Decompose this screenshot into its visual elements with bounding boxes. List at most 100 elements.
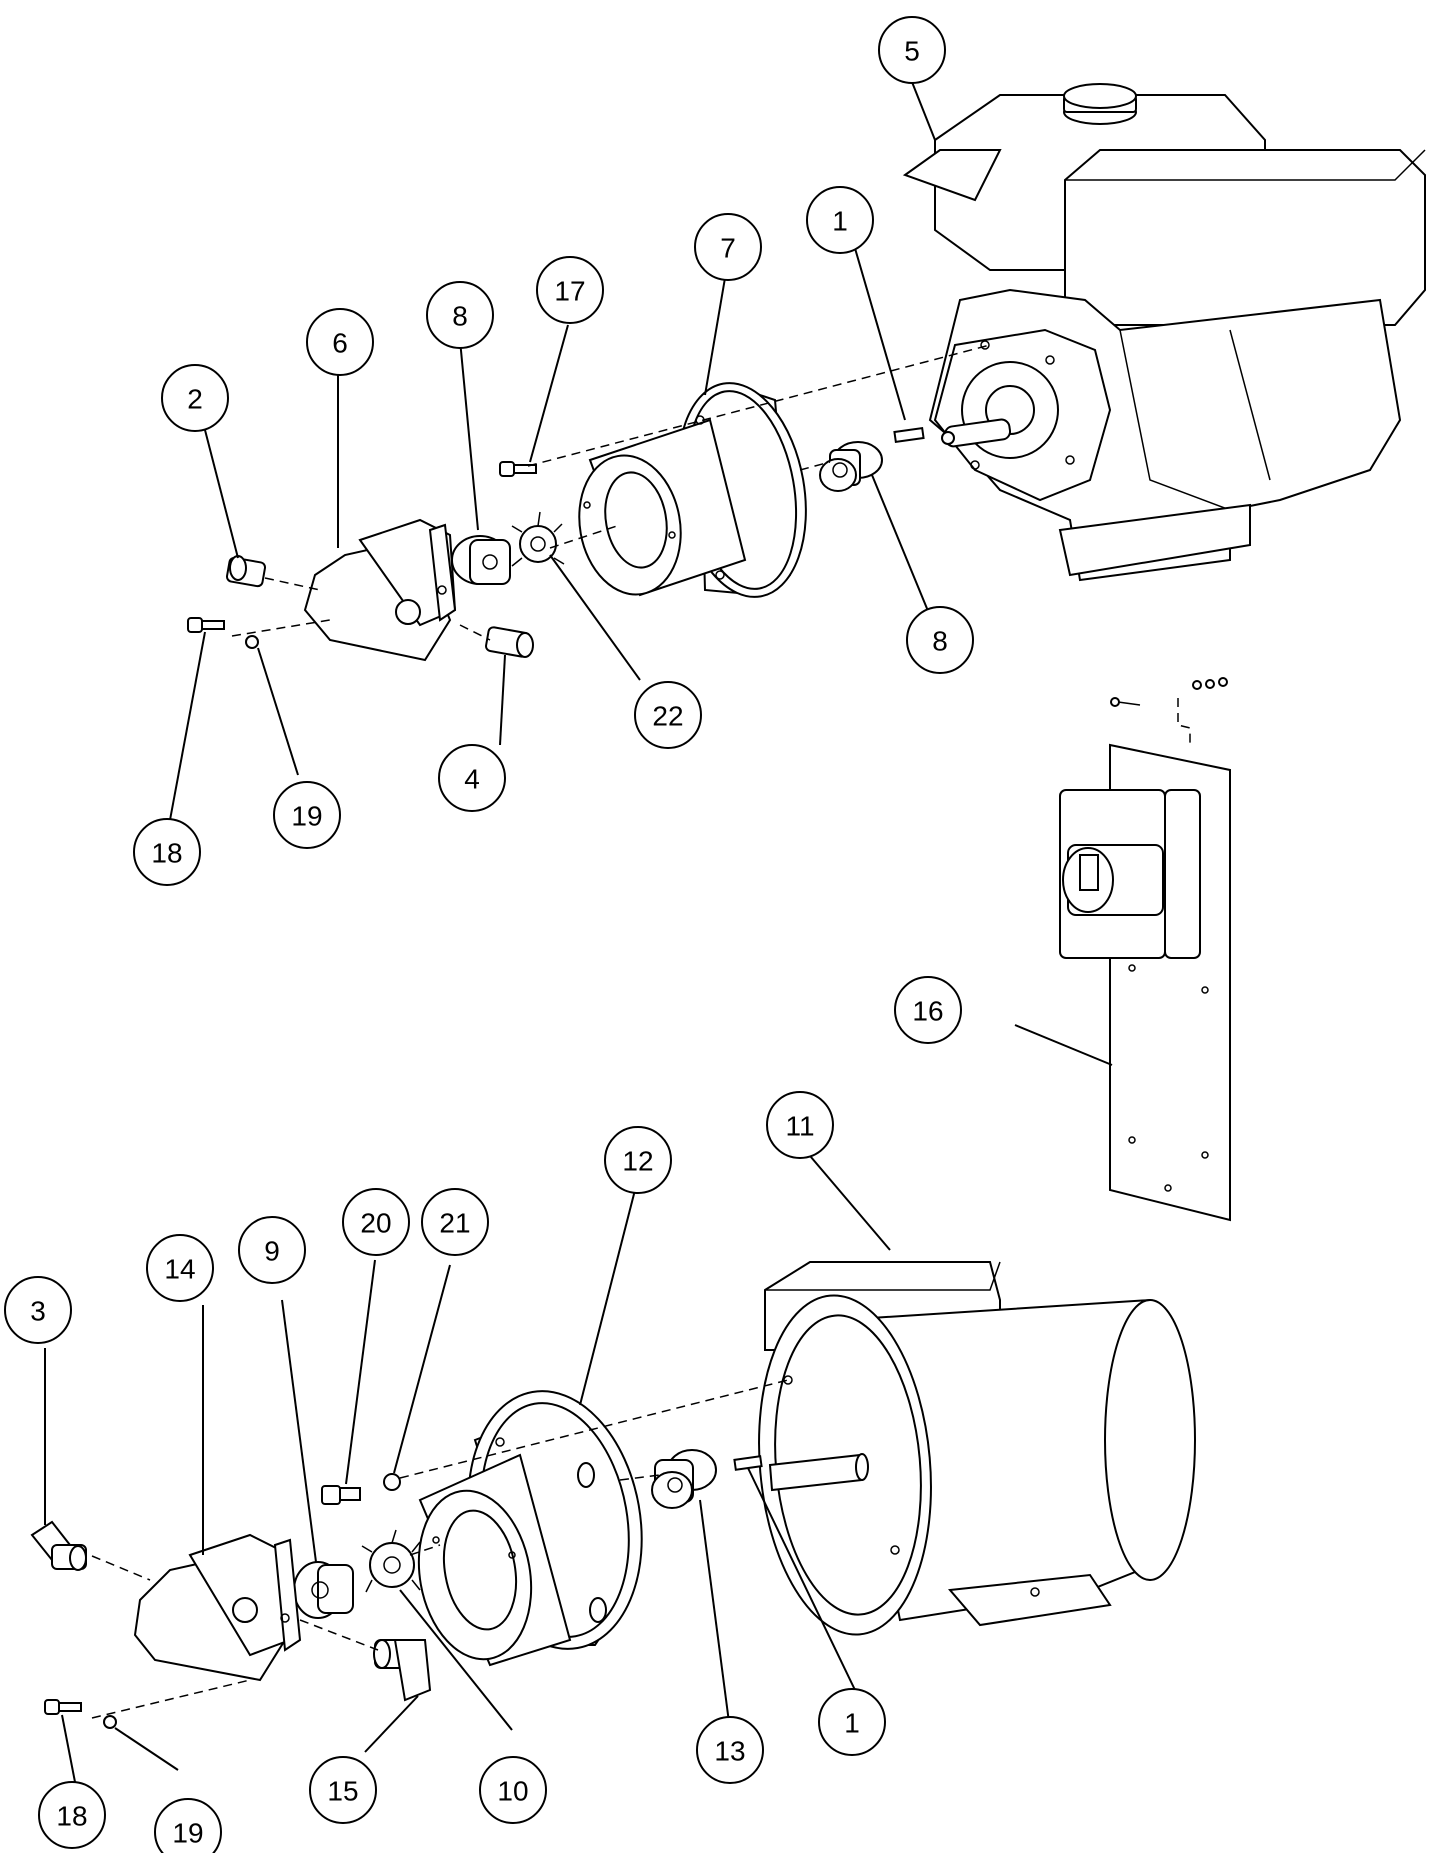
callout-circle [133, 818, 201, 886]
callout-c6: 6 [306, 308, 374, 376]
callout-circle [273, 781, 341, 849]
callout-label: 1 [832, 206, 848, 237]
callout-label: 18 [151, 838, 182, 869]
callout-label: 15 [327, 1776, 358, 1807]
callout-label: 1 [844, 1708, 860, 1739]
bell-housing-12 [417, 1390, 643, 1667]
spider-10 [361, 1529, 421, 1593]
callout-label: 14 [164, 1254, 195, 1285]
callout-circle [479, 1756, 547, 1824]
callout-c4: 4 [438, 744, 506, 812]
key-1-bottom [733, 1455, 763, 1471]
callout-c21: 21 [421, 1188, 489, 1256]
elbow-fitting-3 [30, 1520, 87, 1571]
engine-5 [902, 83, 1426, 582]
callout-label: 7 [720, 233, 736, 264]
coupling-9 [293, 1561, 354, 1619]
callout-circle [694, 213, 762, 281]
callout-label: 12 [622, 1146, 653, 1177]
callout-c9: 9 [238, 1216, 306, 1284]
callout-circle [438, 744, 506, 812]
callout-label: 18 [56, 1801, 87, 1832]
callout-c8a: 8 [426, 281, 494, 349]
callout-circle [421, 1188, 489, 1256]
callout-c14: 14 [146, 1234, 214, 1302]
callout-circle [4, 1276, 72, 1344]
callout-circle [154, 1798, 222, 1853]
callout-label: 8 [932, 626, 948, 657]
washer-19-bottom [103, 1715, 117, 1729]
callout-label: 16 [912, 996, 943, 1027]
callout-c19a: 19 [273, 781, 341, 849]
callout-circle [238, 1216, 306, 1284]
callout-circle [342, 1188, 410, 1256]
callout-c16: 16 [894, 976, 962, 1044]
pump-6 [303, 518, 457, 662]
callout-c8b: 8 [906, 606, 974, 674]
pump-14 [133, 1533, 302, 1682]
callout-c19b: 19 [154, 1798, 222, 1853]
callout-circle [806, 186, 874, 254]
callout-label: 17 [554, 276, 585, 307]
bolt-18-top [187, 617, 225, 633]
callout-circle [818, 1688, 886, 1756]
callout-label: 4 [464, 764, 480, 795]
coupling-13 [651, 1449, 717, 1509]
coupling-8-left [451, 535, 511, 585]
callout-c5: 5 [878, 16, 946, 84]
callout-circle [306, 308, 374, 376]
callout-label: 5 [904, 36, 920, 67]
callout-c1a: 1 [806, 186, 874, 254]
coupling-8-right [819, 441, 883, 492]
callout-label: 6 [332, 328, 348, 359]
callout-c11: 11 [766, 1091, 834, 1159]
callout-circle [38, 1781, 106, 1849]
callout-c1b: 1 [818, 1688, 886, 1756]
callout-label: 9 [264, 1236, 280, 1267]
washer-19-top [245, 635, 259, 649]
callout-label: 8 [452, 301, 468, 332]
callout-c10: 10 [479, 1756, 547, 1824]
callout-circle [696, 1716, 764, 1784]
motor-11 [758, 1261, 1196, 1636]
callout-label: 19 [172, 1818, 203, 1849]
callout-circle [536, 256, 604, 324]
callout-c22: 22 [634, 681, 702, 749]
callout-circle [309, 1756, 377, 1824]
callout-c2: 2 [161, 364, 229, 432]
callout-c18b: 18 [38, 1781, 106, 1849]
washer-21 [383, 1473, 401, 1491]
callout-c17: 17 [536, 256, 604, 324]
callout-label: 19 [291, 801, 322, 832]
control-panel-16 [1059, 677, 1231, 1222]
callout-circle [766, 1091, 834, 1159]
callout-c3: 3 [4, 1276, 72, 1344]
callout-circle [634, 681, 702, 749]
bolt-20 [321, 1485, 361, 1505]
leader-lines [44, 81, 1113, 1783]
callout-label: 22 [652, 701, 683, 732]
elbow-fitting-15 [373, 1639, 432, 1702]
callout-c12: 12 [604, 1126, 672, 1194]
fitting-4 [485, 626, 534, 658]
spider-22 [511, 511, 565, 567]
callout-label: 20 [360, 1208, 391, 1239]
callout-label: 3 [30, 1296, 46, 1327]
callout-label: 21 [439, 1208, 470, 1239]
callout-circle [161, 364, 229, 432]
callout-circle [906, 606, 974, 674]
callout-c20: 20 [342, 1188, 410, 1256]
callout-c7: 7 [694, 213, 762, 281]
callout-c15: 15 [309, 1756, 377, 1824]
bolt-17 [499, 461, 537, 477]
callout-circle [604, 1126, 672, 1194]
callout-circle [426, 281, 494, 349]
key-1-top [893, 426, 925, 444]
callout-c18a: 18 [133, 818, 201, 886]
callout-label: 11 [785, 1111, 814, 1142]
callout-label: 10 [497, 1776, 528, 1807]
callout-circle [146, 1234, 214, 1302]
